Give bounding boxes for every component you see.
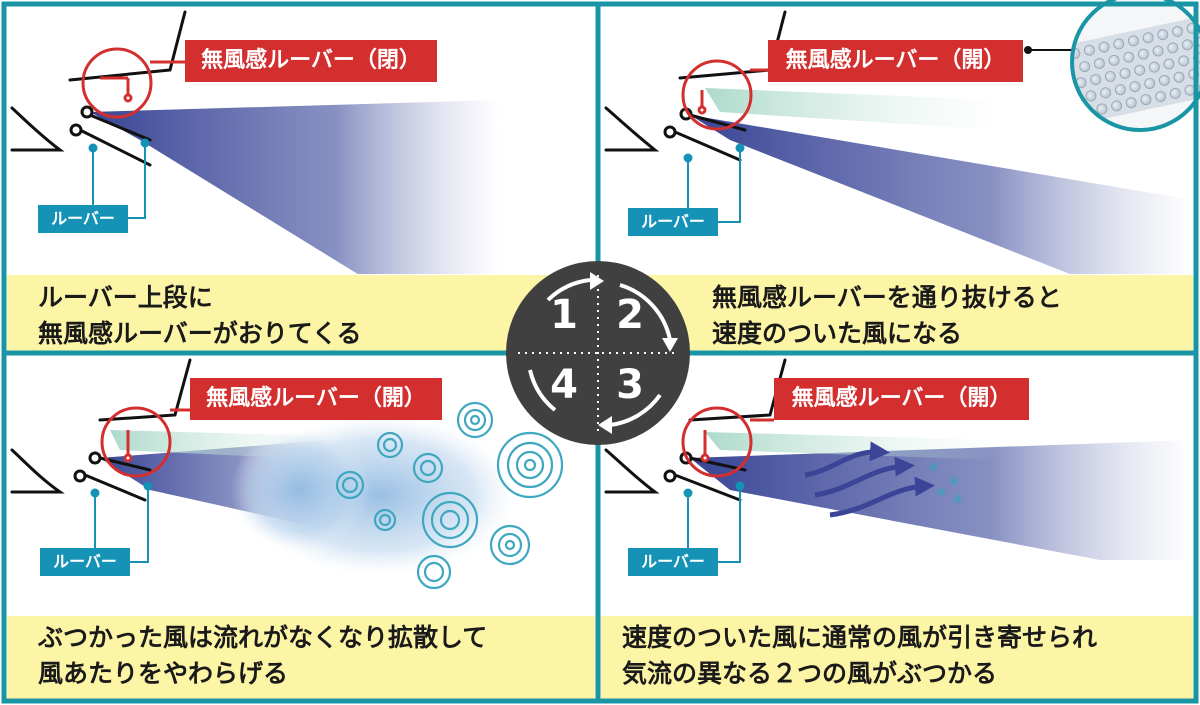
panel-3-swirls [335, 401, 564, 590]
panel-4-caption-bg [601, 616, 1193, 699]
highlight-pins [100, 76, 710, 463]
panel-2-airflow [690, 88, 1193, 274]
svg-text:✳: ✳ [928, 460, 940, 476]
panel-2-caption-bg [601, 275, 1193, 351]
step-dial [506, 261, 690, 445]
panel-1-caption-line-2: 無風感ルーバーがおりてくる [38, 319, 362, 348]
step-number-4: 4 [550, 362, 578, 408]
panel-3-caption: ぶつかった風は流れがなくなり拡散して 風あたりをやわらげる [38, 620, 487, 692]
panel-4-arrows [804, 441, 935, 518]
panel-3-ac-unit [10, 358, 192, 502]
panel-3-airflow [100, 415, 515, 575]
step-number-3: 3 [616, 362, 644, 408]
panel-1-airflow [90, 100, 500, 274]
panel-3-tag: 無風感ルーバー（開） [190, 378, 442, 420]
panel-4-sparks: ✳✳ ✳✳ [928, 460, 964, 508]
svg-text:✳: ✳ [948, 474, 960, 490]
panel-4-tag: 無風感ルーバー（開） [774, 378, 1029, 420]
tag-connectors [150, 60, 774, 422]
panel-1-caption-line-1: ルーバー上段に [38, 283, 213, 312]
panel-1-louver-label: ルーバー [38, 205, 128, 233]
panel-3-caption-line-2: 風あたりをやわらげる [38, 659, 289, 688]
svg-text:✳: ✳ [952, 492, 964, 508]
panel-2-caption-line-1: 無風感ルーバーを通り抜けると [712, 283, 1062, 312]
panel-2-caption: 無風感ルーバーを通り抜けると 速度のついた風になる [712, 280, 1062, 352]
svg-text:✳: ✳ [935, 485, 947, 501]
panel-3-caption-bg [7, 616, 595, 699]
highlight-circles [81, 47, 753, 478]
panel-2-caption-line-2: 速度のついた風になる [712, 319, 963, 348]
panel-3-louver-label: ルーバー [40, 548, 130, 576]
step-number-2: 2 [616, 292, 644, 338]
panel-2-tag: 無風感ルーバー（開） [768, 40, 1023, 82]
panel-4-caption-line-1: 速度のついた風に通常の風が引き寄せられ [622, 623, 1098, 652]
panel-1-tag: 無風感ルーバー（閉） [185, 40, 437, 82]
panel-2-louver-label: ルーバー [628, 208, 718, 236]
panel-4-caption-line-2: 気流の異なる２つの風がぶつかる [622, 659, 998, 688]
panel-1-caption-bg [7, 275, 595, 351]
louver-zoom-inset [1024, 0, 1200, 132]
panel-4-louver-label: ルーバー [628, 548, 718, 576]
panel-1-caption: ルーバー上段に 無風感ルーバーがおりてくる [38, 280, 362, 352]
panel-4-caption: 速度のついた風に通常の風が引き寄せられ 気流の異なる２つの風がぶつかる [622, 620, 1097, 692]
panel-3-caption-line-1: ぶつかった風は流れがなくなり拡散して [38, 623, 488, 652]
step-number-1: 1 [550, 292, 578, 338]
